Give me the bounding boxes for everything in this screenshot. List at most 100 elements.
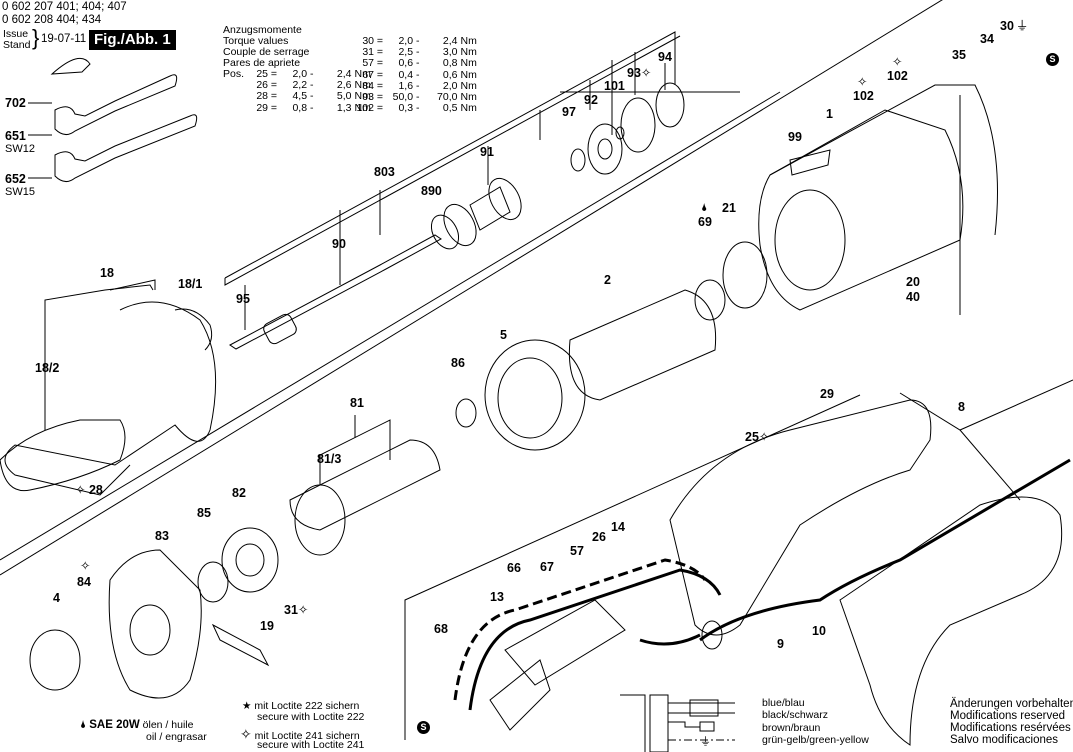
part-label-26: 26 (592, 530, 606, 544)
wire-label-brown: brown/braun (762, 722, 821, 734)
loctite-star-icon: ✧ (857, 75, 868, 89)
part-label-18-2: 18/2 (35, 361, 60, 375)
range-dash: - (413, 68, 420, 81)
part-label-5: 5 (500, 328, 507, 342)
wire-label-green-yellow: grün-gelb/green-yellow (762, 734, 869, 746)
range-dash: - (307, 68, 314, 80)
torque-min: 50,0 (392, 91, 414, 103)
part-label-4: 4 (53, 591, 60, 605)
loctite-star-icon: ✧ (892, 55, 903, 69)
torque-title-de: Anzugsmomente (223, 24, 302, 36)
part-label-94: 94 (658, 50, 672, 64)
part-label-1: 1 (826, 107, 833, 121)
torque-unit: Nm (354, 90, 371, 103)
notice-fr: Modifications resérvées (950, 722, 1071, 734)
torque-max: 0,8 (442, 57, 458, 70)
part-label-803: 803 (374, 165, 395, 179)
oil-legend: 🌢 SAE 20W ölen / huile (80, 719, 194, 732)
torque-max: 0,6 (442, 68, 458, 81)
torque-unit: Nm (354, 79, 371, 92)
part-label-82: 82 (232, 486, 246, 500)
torque-pos: 67 (362, 68, 374, 81)
end-plate-outline (30, 528, 278, 698)
loctite-241-text-en: secure with Loctite 241 (257, 739, 365, 751)
range-dash: - (307, 101, 314, 114)
part-label-18: 18 (100, 266, 114, 280)
part-label-67: 67 (540, 560, 554, 574)
loctite-222-text-en: secure with Loctite 222 (257, 711, 365, 723)
range-dash: - (413, 91, 420, 103)
torque-max: 5,0 (336, 90, 352, 103)
part-label-21: 21 (722, 201, 736, 215)
part-label-97: 97 (562, 105, 576, 119)
oil-grade: SAE 20W (89, 719, 140, 731)
oil-text-2: oil / engrasar (146, 731, 207, 743)
torque-max: 0,5 (442, 102, 458, 115)
torque-max: 70,0 (437, 91, 458, 103)
part-label-10: 10 (812, 624, 826, 638)
torque-unit: Nm (460, 91, 477, 103)
part-label-651: 651 (5, 129, 26, 143)
range-dash: - (413, 102, 420, 115)
part-label-30: 30⏚ (1000, 20, 1028, 33)
torque-max: 2,4 (336, 68, 352, 80)
torque-pos: 93 (362, 91, 374, 103)
loctite-222-text-de: mit Loctite 222 sichern (254, 700, 360, 712)
torque-pos: 31 (362, 46, 374, 59)
torque-max: 2,6 (336, 79, 352, 92)
torque-min: 0,3 (398, 102, 414, 115)
loctite-222-legend: ★ mit Loctite 222 sichern (242, 700, 360, 713)
torque-pos: 30 (362, 35, 374, 47)
part-label-91: 91 (480, 145, 494, 159)
loctite-solid-star-icon: ★ (242, 700, 252, 712)
oil-drop-icon: 🌢 (80, 719, 87, 731)
part-label-81-3: 81/3 (317, 452, 342, 466)
part-label-19: 19 (260, 619, 274, 633)
part-label-101: 101 (604, 79, 625, 93)
torque-max: 3,0 (442, 46, 458, 59)
torque-min: 4,5 (292, 90, 308, 103)
torque-min: 0,6 (398, 57, 414, 70)
equals-sign: = (268, 79, 278, 92)
part-label-14: 14 (611, 520, 625, 534)
equals-sign: = (268, 101, 278, 114)
part-label-652-size: SW15 (5, 186, 35, 198)
oil-text-1: ölen / huile (142, 719, 194, 731)
part-number-line-1: 0 602 207 401; 404; 407 (2, 1, 127, 13)
part-label-93-text: 93 (627, 66, 641, 80)
part-label-86: 86 (451, 356, 465, 370)
stand-label: Stand (3, 39, 31, 51)
part-label-93: 93✧ (627, 67, 651, 80)
part-label-102-b: 102 (887, 69, 908, 83)
part-label-890: 890 (421, 184, 442, 198)
torque-unit: Nm (354, 68, 371, 80)
torque-unit: Nm (460, 46, 477, 59)
range-dash: - (413, 57, 420, 70)
loctite-star-icon: ✧ (758, 430, 770, 444)
part-label-9: 9 (777, 637, 784, 651)
part-label-85: 85 (197, 506, 211, 520)
part-label-35: 35 (952, 48, 966, 62)
torque-pos: 28 (256, 90, 268, 103)
notice-es: Salvo modificaciones (950, 734, 1059, 746)
torque-min: 2,0 (292, 68, 308, 80)
loctite-241-legend: ✧ mit Loctite 241 sichern (240, 727, 360, 743)
motor-housing-outline (759, 85, 998, 315)
torque-unit: Nm (460, 102, 477, 115)
torque-max: 1,3 (336, 101, 352, 114)
gear-housing-outline (0, 280, 216, 495)
equals-sign: = (374, 57, 384, 70)
loctite-star-icon: ✧ (80, 559, 91, 573)
part-label-652: 652 (5, 172, 26, 186)
range-dash: - (413, 35, 420, 47)
torque-pos: 57 (362, 57, 374, 70)
part-label-8: 8 (958, 400, 965, 414)
part-label-81: 81 (350, 396, 364, 410)
issue-date: 19-07-11 (41, 33, 87, 45)
